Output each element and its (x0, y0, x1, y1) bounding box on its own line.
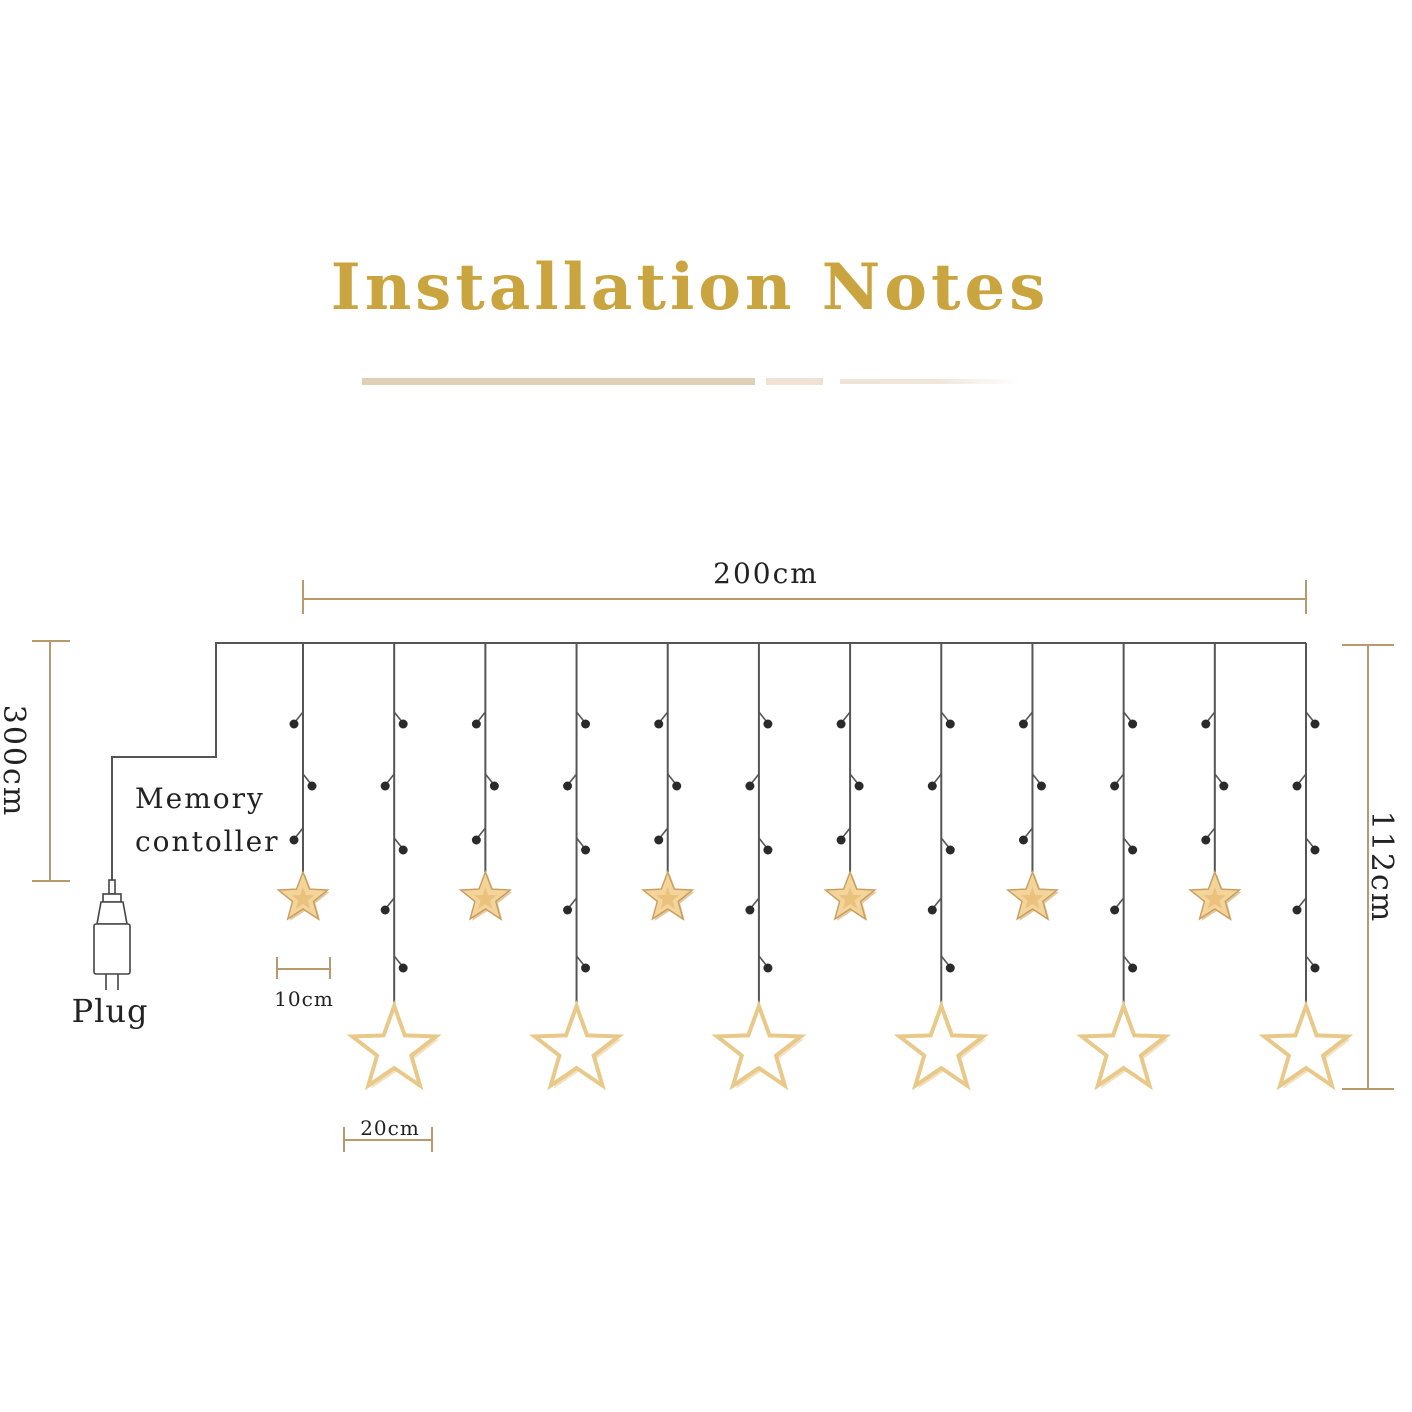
light-strands (276, 643, 1354, 1091)
bulb-icon (1110, 781, 1120, 791)
small-star-dimension (276, 957, 331, 979)
big-star-icon (346, 1000, 442, 1091)
bulb-icon (563, 781, 573, 791)
bulb-icon (1128, 845, 1138, 855)
bulb-icon (471, 835, 481, 845)
plug-icon (93, 879, 131, 990)
bulb-icon (745, 905, 755, 915)
controller-label-line1: Memory (135, 782, 265, 815)
bulb-icon (289, 719, 299, 729)
bulb-icon (1201, 835, 1211, 845)
bulb-icon (763, 719, 773, 729)
bulb-icon (945, 719, 955, 729)
big-star-icon (1258, 1000, 1354, 1091)
bulb-icon (307, 781, 317, 791)
controller-label-line2: contoller (135, 825, 280, 858)
bulb-icon (927, 905, 937, 915)
cable-label: 300cm (0, 705, 31, 818)
big-star-icon (893, 1000, 989, 1091)
bulb-icon (398, 963, 408, 973)
bulb-icon (380, 905, 390, 915)
bulb-icon (1018, 835, 1028, 845)
bulb-icon (763, 963, 773, 973)
bulb-icon (836, 719, 846, 729)
bulb-icon (1310, 845, 1320, 855)
bulb-icon (1292, 781, 1302, 791)
bulb-icon (745, 781, 755, 791)
bulb-icon (1128, 963, 1138, 973)
main-wire (111, 642, 1306, 880)
bulb-icon (1110, 905, 1120, 915)
bulb-icon (489, 781, 499, 791)
bulb-icon (654, 835, 664, 845)
bulb-icon (581, 845, 591, 855)
small-star-core (656, 887, 680, 909)
bulb-icon (1310, 719, 1320, 729)
bulb-icon (581, 963, 591, 973)
bulb-icon (945, 845, 955, 855)
bulb-icon (1310, 963, 1320, 973)
big-star-icon (529, 1000, 625, 1091)
bulb-icon (1201, 719, 1211, 729)
small-star-core (1021, 887, 1044, 909)
bulb-icon (1292, 905, 1302, 915)
big-star-icon (1076, 1000, 1172, 1091)
bulb-icon (471, 719, 481, 729)
small-star-core (838, 887, 862, 909)
page-title: Installation Notes (330, 250, 1050, 325)
bulb-icon (1128, 719, 1138, 729)
bulb-icon (1219, 781, 1229, 791)
bulb-icon (563, 905, 573, 915)
bulb-icon (927, 781, 937, 791)
width-dimension (302, 580, 1307, 614)
bulb-icon (836, 835, 846, 845)
bulb-icon (945, 963, 955, 973)
bulb-icon (854, 781, 864, 791)
width-label: 200cm (713, 557, 819, 590)
bulb-icon (289, 835, 299, 845)
big-star-icon (711, 1000, 807, 1091)
bulb-icon (398, 719, 408, 729)
bulb-icon (654, 719, 664, 729)
bulb-icon (398, 845, 408, 855)
small-star-size-label: 10cm (274, 987, 334, 1011)
small-star-core (474, 887, 497, 909)
height-label: 112cm (1364, 811, 1399, 924)
bulb-icon (1018, 719, 1028, 729)
title-underline (362, 378, 1020, 385)
bulb-icon (581, 719, 591, 729)
plug-label: Plug (72, 992, 149, 1030)
bulb-icon (1036, 781, 1046, 791)
bulb-icon (763, 845, 773, 855)
small-star-core (1203, 887, 1227, 909)
height-dimension (1342, 644, 1394, 1090)
bulb-icon (672, 781, 682, 791)
big-star-size-label: 20cm (360, 1116, 420, 1140)
bulb-icon (380, 781, 390, 791)
big-star-dimension (343, 1127, 433, 1152)
small-star-core (291, 887, 315, 909)
cable-dimension (32, 640, 70, 882)
